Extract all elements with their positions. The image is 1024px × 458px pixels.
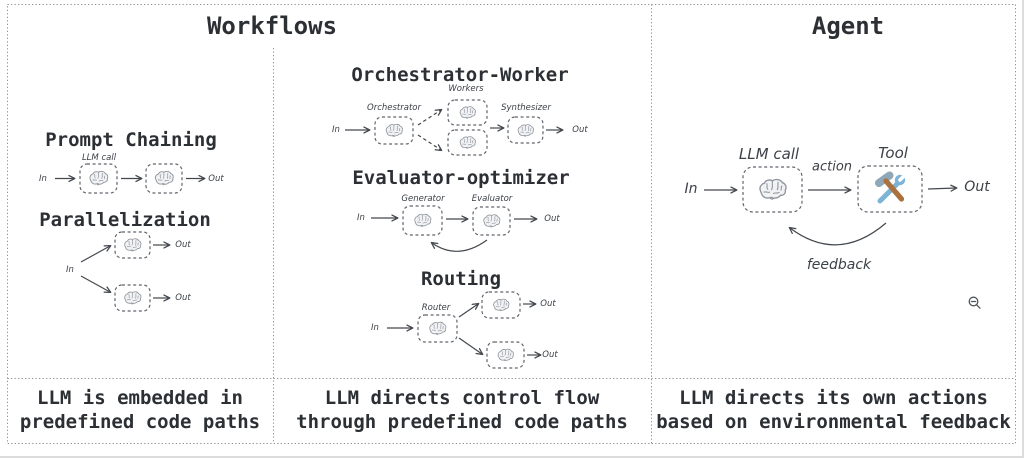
caption-line: based on environmental feedback [656, 410, 1011, 433]
zoom-out-magnifier-icon [968, 296, 981, 309]
in-label: In [357, 213, 365, 223]
agent-diagram [704, 165, 981, 309]
outer-frame [7, 4, 1016, 444]
out-label: Out [175, 293, 191, 303]
action-label: action [811, 159, 853, 175]
caption-workflows-embedded: LLM is embedded in predefined code paths [7, 379, 273, 442]
in-label: In [332, 125, 340, 135]
orchestrator-worker-title: Orchestrator-Worker [351, 64, 569, 86]
routing-diagram [387, 291, 542, 369]
parallelization-diagram [80, 231, 171, 312]
out-label: Out [175, 240, 191, 250]
orchestrator-worker-diagram [345, 99, 564, 156]
feedback-loop-arrow [430, 239, 488, 252]
caption-workflows-control-flow: LLM directs control flow through predefi… [273, 379, 651, 442]
routing-title: Routing [420, 268, 502, 290]
page-edge-bottom [0, 456, 1024, 458]
panel-borders [7, 4, 1016, 444]
caption-line: LLM directs control flow [324, 387, 600, 409]
evaluator-optimizer-diagram [371, 205, 538, 252]
caption-agent-own-actions: LLM directs its own actions based on env… [651, 379, 1016, 442]
evaluator-optimizer-title: Evaluator-optimizer [352, 167, 570, 189]
orchestrator-label: Orchestrator [367, 103, 421, 113]
evaluator-label: Evaluator [471, 194, 513, 204]
in-label: In [66, 265, 74, 275]
synthesizer-label: Synthesizer [501, 103, 551, 113]
in-label: In [39, 174, 47, 184]
llm-call-label: LLM call [81, 153, 117, 163]
llm-call-label: LLM call [738, 145, 800, 163]
out-label: Out [540, 299, 556, 309]
out-label: Out [544, 214, 560, 224]
hammer-wrench-icon [875, 171, 909, 204]
caption-line: LLM is embedded in [37, 387, 243, 409]
router-label: Router [421, 303, 451, 313]
out-label: Out [208, 174, 224, 184]
feedback-label: feedback [806, 257, 872, 273]
caption-line: through predefined code paths [296, 410, 628, 433]
feedback-loop-arrow [788, 222, 887, 246]
generator-label: Generator [401, 194, 445, 204]
agent-panel-title: Agent [811, 12, 885, 40]
page-edge-right [1022, 0, 1024, 458]
workers-label: Workers [448, 84, 484, 94]
caption-line: LLM directs its own actions [679, 387, 988, 409]
out-label: Out [542, 350, 558, 360]
tool-label: Tool [878, 144, 908, 162]
caption-line: predefined code paths [19, 410, 261, 433]
prompt-chaining-diagram [55, 163, 206, 194]
out-label: Out [964, 179, 990, 195]
in-label: In [684, 181, 698, 197]
workflows-panel-title: Workflows [206, 12, 338, 40]
out-label: Out [572, 125, 588, 135]
in-label: In [371, 323, 379, 333]
prompt-chaining-title: Prompt Chaining [45, 129, 217, 151]
parallelization-title: Parallelization [39, 209, 211, 231]
